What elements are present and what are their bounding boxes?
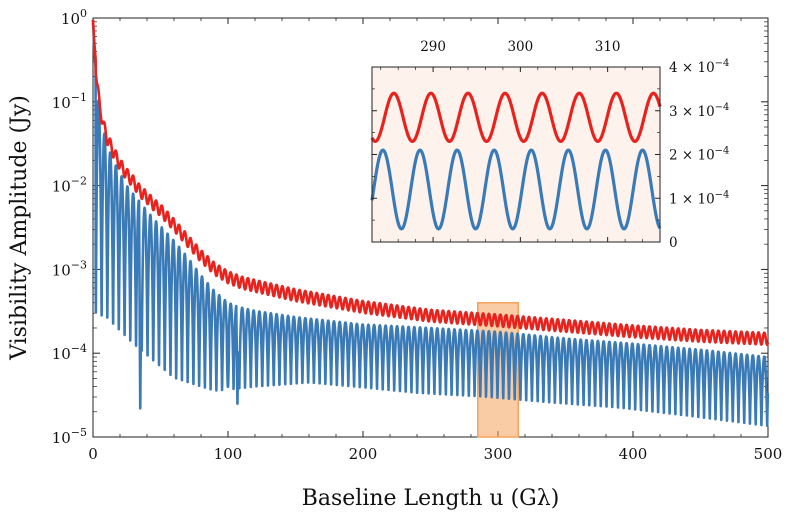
series-blue-line [91,19,770,428]
inset-y-tick-base: 0 [669,235,678,251]
x-tick-label: 0 [88,445,98,463]
y-tick-base: 10 [52,261,71,279]
y-tick-exponent: −2 [71,175,87,188]
inset-series-group [370,91,662,231]
x-tick-label: 400 [619,445,648,463]
y-tick-exponent: −4 [71,342,87,355]
inset-y-tick-exponent: −4 [715,189,730,200]
y-tick-label: 10−1 [52,91,87,112]
inset-y-tick-label: 1 × 10−4 [669,189,729,207]
inset-series-red-line [370,91,662,143]
inset-x-tick-label: 310 [595,39,621,55]
x-tick-label: 300 [484,445,513,463]
y-tick-exponent: 0 [80,7,87,20]
inset-y-tick-label: 0 [669,235,678,251]
y-tick-label: 10−4 [52,342,87,363]
series-red-line [91,19,770,347]
y-axis-title: Visibility Amplitude (Jy) [7,95,32,361]
x-tick-label: 500 [754,445,783,463]
inset-y-tick-label: 2 × 10−4 [669,146,729,164]
inset-y-tick-base: 4 × 10 [669,60,715,76]
y-tick-exponent: −3 [71,258,87,271]
series-group [91,19,770,428]
inset-y-axis-ticks: 01 × 10−42 × 10−43 × 10−44 × 10−4 [372,58,729,251]
y-tick-base: 10 [61,10,80,28]
y-tick-label: 10−5 [52,426,87,447]
y-tick-label: 10−3 [52,258,87,279]
inset-y-tick-exponent: −4 [715,146,730,157]
inset-y-tick-exponent: −4 [715,102,730,113]
y-tick-label: 100 [61,7,87,28]
inset-y-tick-exponent: −4 [715,58,730,69]
inset-y-tick-base: 3 × 10 [669,104,715,120]
inset-x-axis-ticks: 290 300 310 [380,39,661,242]
y-tick-exponent: −1 [71,91,87,104]
plot-frame [92,17,769,438]
y-tick-base: 10 [52,345,71,363]
y-tick-base: 10 [52,94,71,112]
x-tick-label: 200 [349,445,378,463]
inset-series-blue-line [370,148,662,231]
y-tick-base: 10 [52,178,71,196]
inset-x-tick-label: 290 [420,39,446,55]
y-tick-exponent: −5 [71,426,87,439]
inset-y-tick-base: 1 × 10 [669,191,715,207]
x-axis-title: Baseline Length u (Gλ) [302,486,560,511]
y-tick-base: 10 [52,429,71,447]
y-tick-label: 10−2 [52,175,87,196]
inset-y-tick-label: 3 × 10−4 [669,102,729,120]
inset-y-tick-label: 4 × 10−4 [669,58,729,76]
inset-y-tick-base: 2 × 10 [669,148,715,164]
x-tick-label: 100 [214,445,243,463]
inset-x-tick-label: 300 [507,39,533,55]
